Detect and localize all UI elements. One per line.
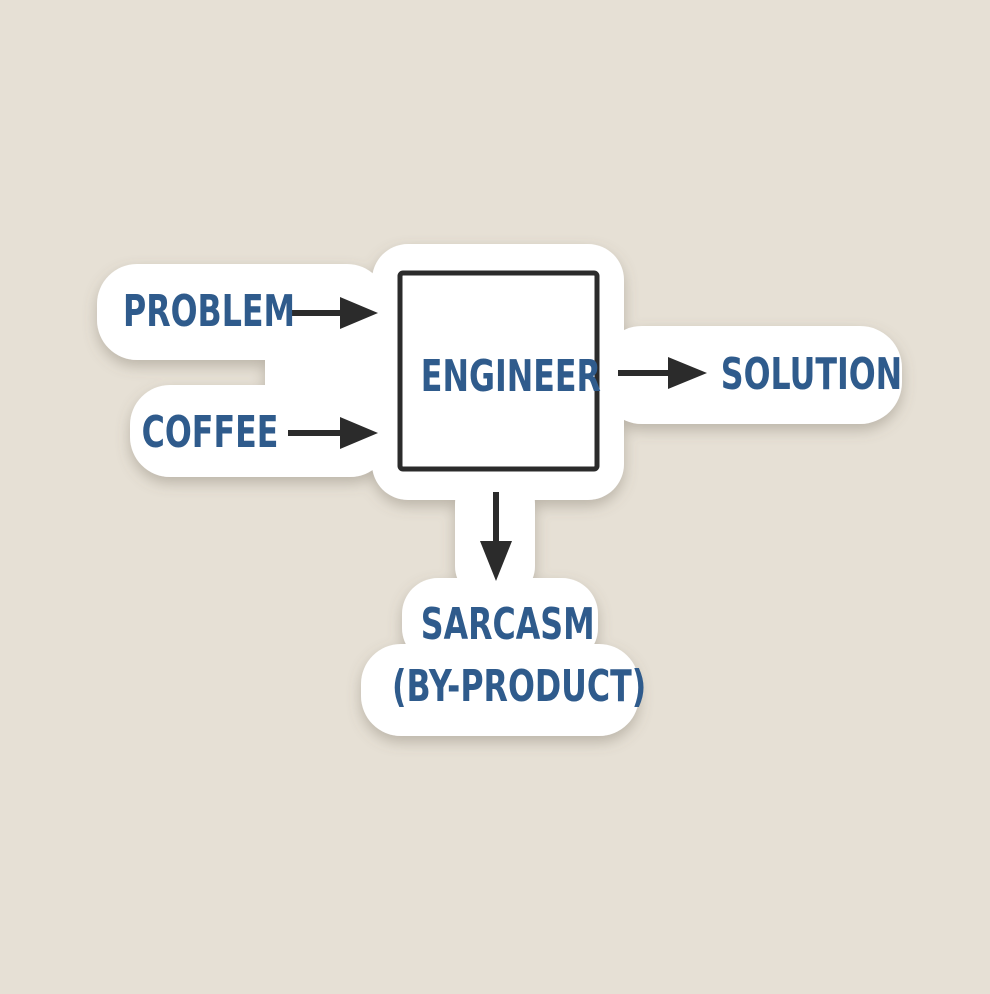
node-coffee: COFFEE <box>141 407 279 458</box>
engineer-box <box>397 270 600 472</box>
node-engineer: ENGINEER <box>420 351 601 402</box>
arrow-problem-to-engineer <box>288 297 378 329</box>
node-solution: SOLUTION <box>720 349 903 400</box>
arrow-engineer-to-solution <box>618 357 707 389</box>
arrow-engineer-to-sarcasm <box>480 492 512 581</box>
node-byproduct: (BY-PRODUCT) <box>392 661 647 712</box>
sticker-backing <box>97 244 902 736</box>
node-problem: PROBLEM <box>123 286 296 337</box>
node-sarcasm: SARCASM <box>420 599 595 650</box>
arrow-coffee-to-engineer <box>288 417 378 449</box>
